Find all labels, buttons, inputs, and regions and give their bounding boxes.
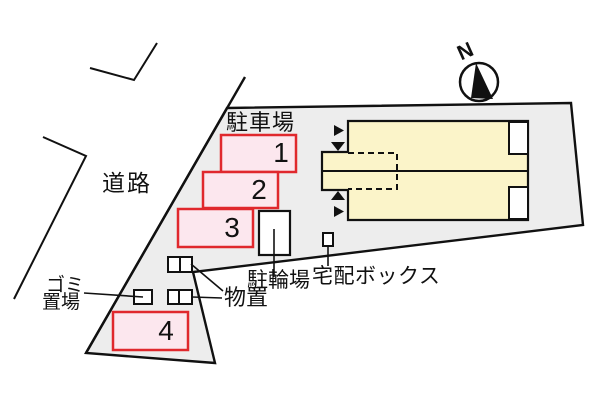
entrance-arrow-icons — [331, 125, 345, 217]
parking-space-3-number: 3 — [224, 212, 240, 243]
entrance-arrow-up-icon — [331, 191, 345, 200]
storage-leader-line-1 — [190, 263, 224, 292]
parking-space-4-number: 4 — [158, 315, 174, 346]
parking-space-3-rect — [176, 207, 255, 249]
entrance-arrow-down-icon — [331, 142, 345, 151]
parking-space-2-rect — [201, 170, 280, 210]
compass-icon — [458, 61, 500, 103]
road-edge-lower-polyline — [13, 136, 88, 300]
road-edge-upper-polyline — [89, 42, 158, 82]
road-label: 道路 — [102, 170, 152, 196]
delivery-box-label: 宅配ボックス — [312, 265, 441, 288]
building-notch-top — [508, 121, 529, 155]
bicycle-parking-label: 駐輪場 — [247, 269, 310, 292]
garbage-label-line1: ゴミ — [46, 275, 85, 296]
parking-space-1-number: 1 — [273, 137, 289, 168]
parking-space-1-rect — [219, 133, 298, 174]
compass-needle — [471, 63, 493, 99]
garbage-label-line2: 置場 — [42, 292, 81, 313]
leader-lines — [83, 229, 329, 299]
building-notch-bottom — [508, 186, 529, 220]
parking-spaces — [111, 133, 298, 352]
garbage-leader-line — [83, 292, 144, 298]
parking-lot-label: 駐車場 — [226, 110, 296, 135]
storage-leader-line-2 — [191, 296, 223, 299]
left-road-boundary-line — [84, 76, 247, 354]
building-dashed-overhang — [348, 152, 398, 190]
storage-label: 物置 — [224, 285, 269, 310]
parking-space-2-number: 2 — [251, 174, 267, 205]
parking-space-4-rect — [111, 310, 190, 352]
garbage-area-label: ゴミ 置場 — [42, 275, 85, 313]
storage-sheds — [133, 256, 193, 305]
delivery-box-rect — [322, 232, 334, 247]
entrance-arrow-right2-icon — [334, 206, 344, 217]
entrance-arrow-right-icon — [334, 125, 344, 136]
